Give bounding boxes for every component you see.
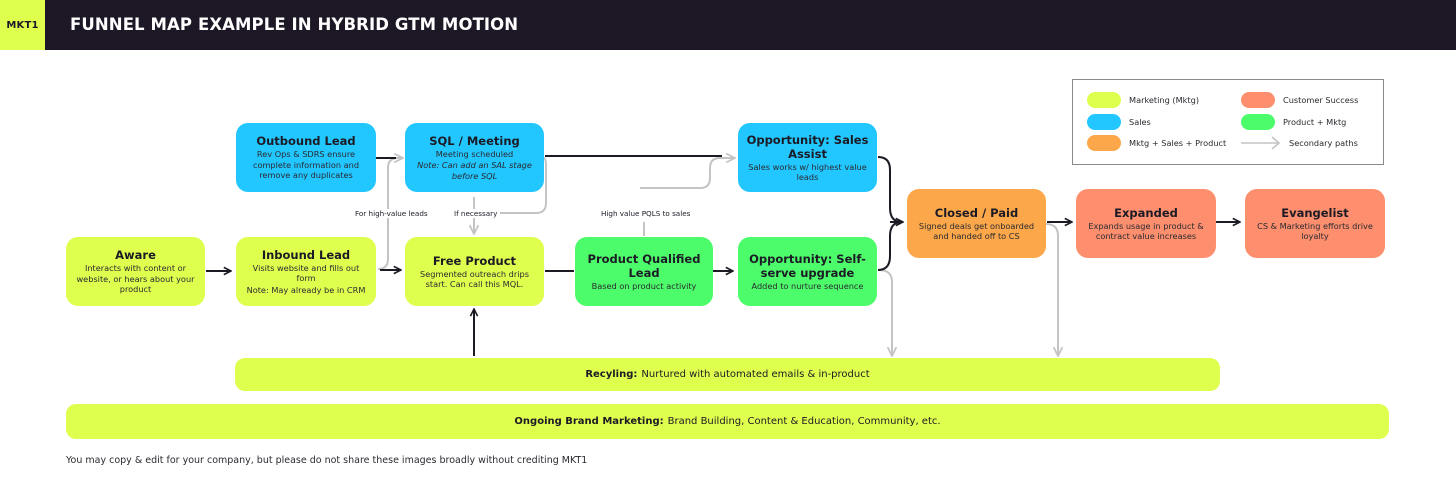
node-title: Evangelist <box>1281 205 1349 220</box>
arrow-opp-self-to-closed <box>877 221 903 271</box>
footer-disclaimer: You may copy & edit for your company, bu… <box>66 455 588 466</box>
band-label: Ongoing Brand Marketing: <box>514 416 664 427</box>
legend-item-product-mktg: Product + Mktg <box>1241 114 1346 130</box>
band-label: Recyling: <box>585 369 638 380</box>
legend-item-customer-success: Customer Success <box>1241 92 1358 108</box>
legend-item-mktg-sales-product: Mktg + Sales + Product <box>1087 135 1226 151</box>
node-desc: Visits website and fills out form <box>252 262 360 284</box>
node-title: Outbound Lead <box>256 134 356 149</box>
edge-label-high-value-pqls: High value PQLS to sales <box>599 209 693 218</box>
node-title: Expanded <box>1114 205 1178 220</box>
legend-label: Secondary paths <box>1289 138 1358 148</box>
node-note: Note: Can add an SAL stage before SQL <box>417 160 532 181</box>
node-opportunity-self-serve[interactable]: Opportunity: Self-serve upgrade Added to… <box>738 237 877 306</box>
edge-label-high-value-leads: For high-value leads <box>353 209 430 218</box>
node-title: Opportunity: Sales Assist <box>746 132 869 161</box>
page-title: FUNNEL MAP EXAMPLE IN HYBRID GTM MOTION <box>70 15 519 34</box>
arrow-opp-sales-to-closed <box>877 156 903 223</box>
node-desc: Rev Ops & SDRS ensure complete informati… <box>252 149 360 181</box>
secondary-path-opp-self-to-recycle <box>878 269 892 356</box>
node-desc: Meeting scheduled <box>435 148 514 159</box>
node-desc: Interacts with content or website, or he… <box>76 263 195 295</box>
band-text: Brand Building, Content & Education, Com… <box>667 416 941 427</box>
secondary-path-closed-to-recycle <box>1045 223 1058 356</box>
node-outbound-lead[interactable]: Outbound Lead Rev Ops & SDRS ensure comp… <box>236 123 376 192</box>
legend-item-secondary-paths: Secondary paths <box>1239 135 1358 151</box>
legend-label: Sales <box>1129 117 1151 127</box>
legend-item-sales: Sales <box>1087 114 1151 130</box>
header-bar: MKT1 FUNNEL MAP EXAMPLE IN HYBRID GTM MO… <box>0 0 1456 50</box>
recycling-band[interactable]: Recyling: Nurtured with automated emails… <box>235 358 1220 391</box>
band-text: Nurtured with automated emails & in-prod… <box>641 369 870 380</box>
legend-label: Marketing (Mktg) <box>1129 95 1200 105</box>
node-title: Product Qualified Lead <box>587 251 701 280</box>
node-desc: Signed deals get onboarded and handed of… <box>918 220 1035 242</box>
node-product-qualified-lead[interactable]: Product Qualified Lead Based on product … <box>575 237 713 306</box>
node-desc: Expands usage in product & contract valu… <box>1088 220 1204 242</box>
node-sql-meeting[interactable]: SQL / Meeting Meeting scheduled Note: Ca… <box>405 123 544 192</box>
node-desc: Based on product activity <box>591 280 697 291</box>
node-expanded[interactable]: Expanded Expands usage in product & cont… <box>1076 189 1216 258</box>
legend-label: Product + Mktg <box>1283 117 1347 127</box>
node-desc: Sales works w/ highest value leads <box>748 161 867 183</box>
node-title: Free Product <box>432 253 517 268</box>
legend-swatch <box>1241 114 1275 130</box>
node-desc: CS & Marketing efforts drive loyalty <box>1257 220 1373 242</box>
legend-swatch <box>1241 92 1275 108</box>
secondary-arrow-icon <box>1241 136 1281 150</box>
node-inbound-lead[interactable]: Inbound Lead Visits website and fills ou… <box>236 237 376 306</box>
node-title: Aware <box>115 248 156 263</box>
legend-swatch <box>1087 92 1121 108</box>
node-opportunity-sales-assist[interactable]: Opportunity: Sales Assist Sales works w/… <box>738 123 877 192</box>
node-title: Inbound Lead <box>261 247 351 262</box>
legend-label: Customer Success <box>1283 95 1359 105</box>
brand-marketing-band[interactable]: Ongoing Brand Marketing: Brand Building,… <box>66 404 1389 439</box>
node-closed-paid[interactable]: Closed / Paid Signed deals get onboarded… <box>907 189 1046 258</box>
legend: Marketing (Mktg) Sales Mktg + Sales + Pr… <box>1072 79 1384 165</box>
node-free-product[interactable]: Free Product Segmented outreach drips st… <box>405 237 544 306</box>
node-note: Note: May already be in CRM <box>246 284 366 295</box>
brand-logo: MKT1 <box>0 0 45 50</box>
node-title: Closed / Paid <box>934 205 1019 220</box>
node-title: Opportunity: Self-serve upgrade <box>749 251 866 280</box>
edge-label-if-necessary: If necessary <box>452 209 500 218</box>
node-aware[interactable]: Aware Interacts with content or website,… <box>66 237 205 306</box>
secondary-path-pql-to-opp-sales <box>640 158 735 236</box>
legend-label: Mktg + Sales + Product <box>1129 138 1227 148</box>
secondary-path-sql-side <box>500 157 547 214</box>
legend-swatch <box>1087 135 1121 151</box>
node-title: SQL / Meeting <box>429 133 520 148</box>
node-desc: Segmented outreach drips start. Can call… <box>420 268 529 290</box>
node-evangelist[interactable]: Evangelist CS & Marketing efforts drive … <box>1245 189 1385 258</box>
legend-item-marketing: Marketing (Mktg) <box>1087 92 1199 108</box>
legend-swatch <box>1087 114 1121 130</box>
node-desc: Added to nurture sequence <box>751 280 864 291</box>
